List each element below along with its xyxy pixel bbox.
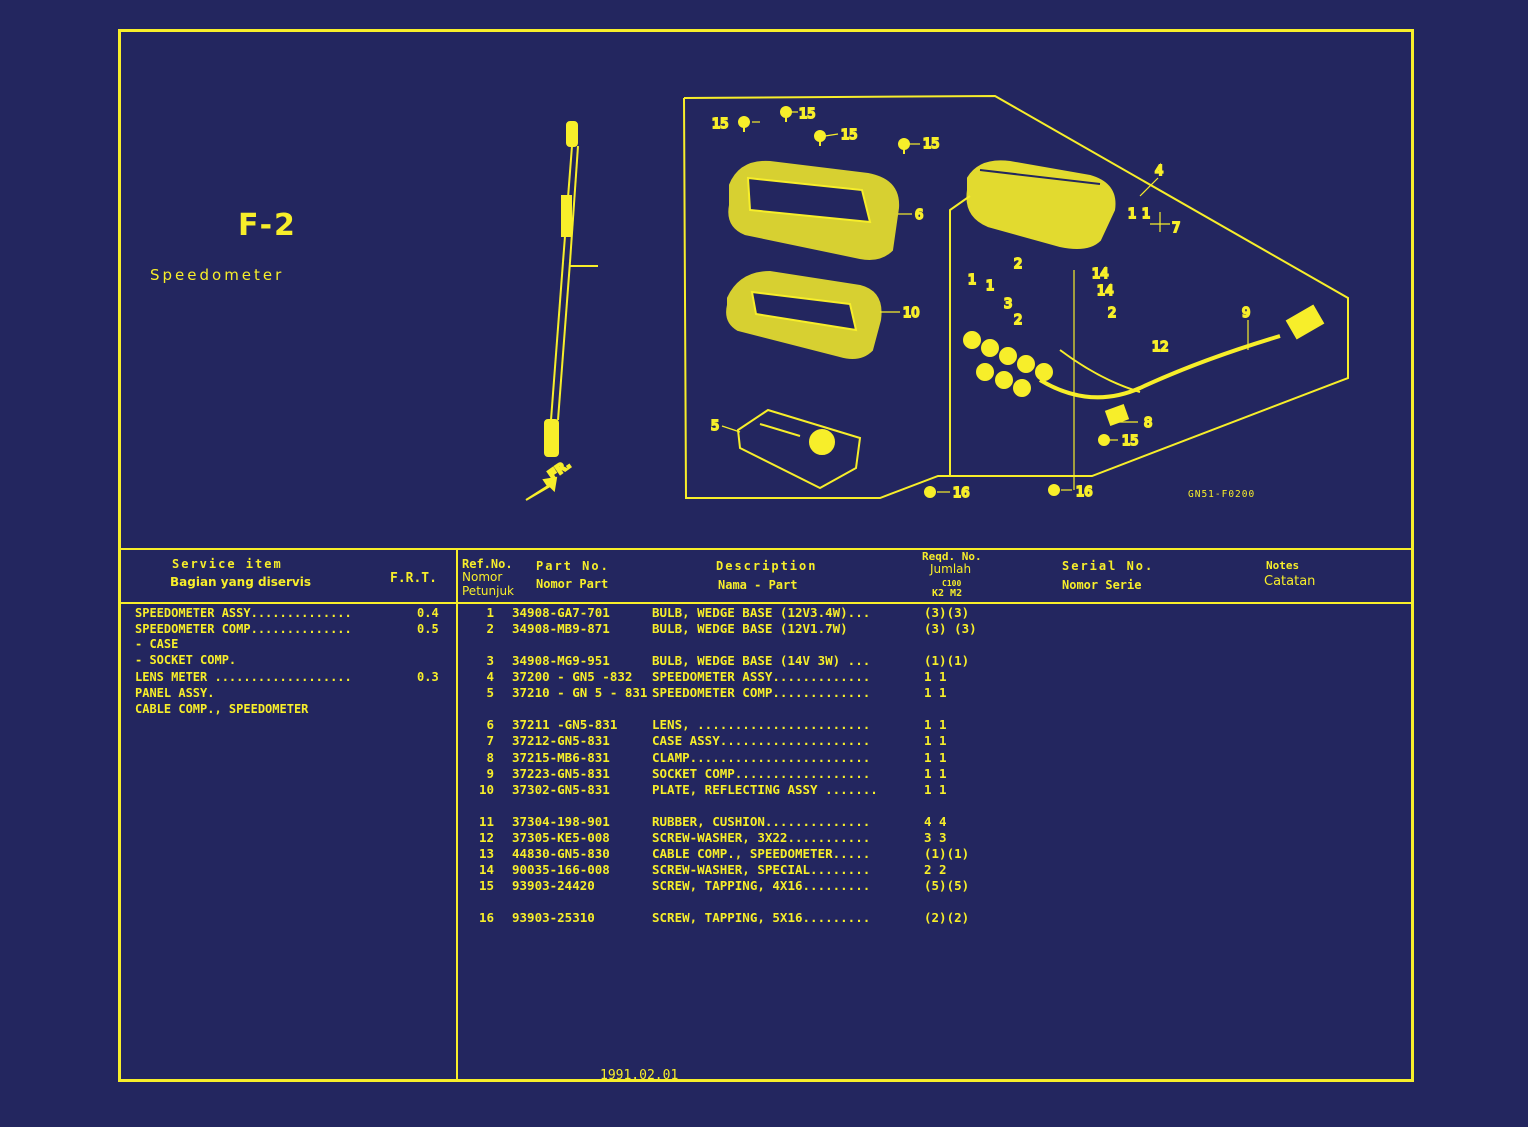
callout-15a: 15 bbox=[712, 117, 729, 132]
assembly-outline bbox=[683, 94, 1349, 499]
callout-2a: 2 bbox=[1014, 257, 1022, 272]
callout-12: 12 bbox=[1152, 340, 1169, 355]
callout-2b: 2 bbox=[1014, 313, 1022, 328]
header-serial-2: Nomor Serie bbox=[1062, 578, 1142, 592]
housing-illustration bbox=[966, 160, 1116, 249]
service-item: SPEEDOMETER ASSY..............0.4 bbox=[135, 606, 439, 620]
service-item: PANEL ASSY. bbox=[135, 686, 215, 700]
section-code: F-2 bbox=[238, 208, 297, 243]
plate-illustration bbox=[726, 270, 882, 359]
service-header-line2: Bagian yang diservis bbox=[170, 575, 311, 589]
page-frame bbox=[118, 29, 1414, 1082]
header-qty-1: Reqd. No. bbox=[922, 550, 982, 563]
callout-14b: 14 bbox=[1097, 284, 1114, 299]
header-part-1: Part No. bbox=[536, 559, 610, 573]
callout-15b: 15 bbox=[799, 107, 816, 122]
service-header-line1: Service item bbox=[172, 557, 283, 571]
callout-10: 10 bbox=[903, 306, 920, 321]
callout-6: 6 bbox=[915, 208, 923, 223]
service-item: CABLE COMP., SPEEDOMETER bbox=[135, 702, 309, 716]
callout-1d: 1 bbox=[986, 279, 994, 294]
callout-9: 9 bbox=[1242, 306, 1250, 321]
screws-illustration bbox=[738, 106, 1110, 498]
header-ref-2: Nomor bbox=[462, 570, 503, 584]
header-part-2: Nomor Part bbox=[536, 577, 609, 591]
service-item: LENS METER ...................0.3 bbox=[135, 670, 439, 684]
divider-header bbox=[118, 602, 1414, 604]
service-item: - CASE bbox=[135, 637, 179, 651]
callout-7: 7 bbox=[1172, 221, 1180, 236]
header-desc-1: Description bbox=[716, 559, 818, 573]
divider-vertical bbox=[456, 548, 458, 1082]
header-qty-2: Jumlah bbox=[930, 562, 972, 576]
case-illustration bbox=[728, 160, 900, 260]
callout-3: 3 bbox=[1004, 297, 1012, 312]
cable-illustration bbox=[525, 121, 598, 501]
callout-1b: 1 bbox=[1142, 207, 1150, 222]
callout-4: 4 bbox=[1155, 164, 1163, 179]
header-qty-3: C100 bbox=[942, 579, 962, 588]
speedometer-comp-illustration bbox=[736, 408, 862, 490]
callout-5: 5 bbox=[711, 419, 719, 434]
header-ref-1: Ref.No. bbox=[462, 557, 513, 571]
diagram-code: GN51-F0200 bbox=[1188, 489, 1256, 500]
callout-14a: 14 bbox=[1092, 267, 1109, 282]
service-header-frt: F.R.T. bbox=[390, 571, 437, 586]
header-ref-3: Petunjuk bbox=[462, 584, 514, 598]
section-name: Speedometer bbox=[150, 266, 285, 284]
callout-16b: 16 bbox=[1076, 485, 1093, 500]
callout-1a: 1 bbox=[1128, 207, 1136, 222]
header-notes-1: Notes bbox=[1266, 559, 1300, 572]
callout-2c: 2 bbox=[1108, 306, 1116, 321]
callout-15c: 15 bbox=[841, 128, 858, 143]
divider-main bbox=[118, 548, 1414, 550]
issue-date: 1991.02.01 bbox=[600, 1068, 679, 1083]
callout-8: 8 bbox=[1144, 416, 1152, 431]
service-item: - SOCKET COMP. bbox=[135, 653, 237, 667]
callout-1c: 1 bbox=[968, 273, 976, 288]
header-desc-2: Nama - Part bbox=[718, 578, 798, 592]
callout-15e: 15 bbox=[1122, 434, 1139, 449]
exploded-diagram: FR. bbox=[525, 94, 1349, 502]
header-serial-1: Serial No. bbox=[1062, 559, 1155, 573]
header-notes-2: Catatan bbox=[1264, 574, 1316, 589]
callout-15d: 15 bbox=[923, 137, 940, 152]
callout-16a: 16 bbox=[953, 486, 970, 501]
service-item: SPEEDOMETER COMP..............0.5 bbox=[135, 622, 439, 636]
wiring-illustration bbox=[963, 304, 1325, 426]
header-qty-4: K2 M2 bbox=[932, 588, 963, 599]
